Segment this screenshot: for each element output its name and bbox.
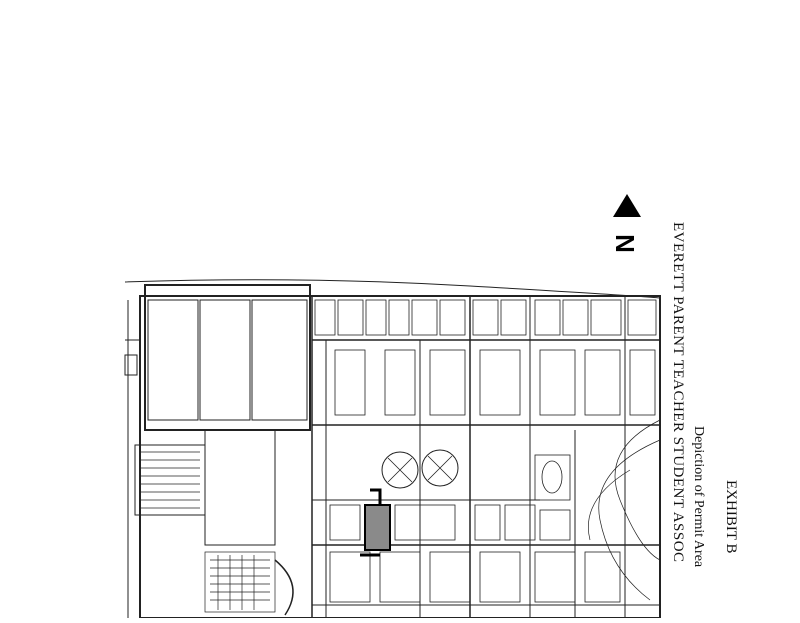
circular-feature-1 xyxy=(381,451,419,489)
north-arrow-label: N xyxy=(609,234,640,253)
room-left-3 xyxy=(251,299,308,421)
organization-name: EVERETT PARENT TEACHER STUDENT ASSOC xyxy=(670,222,686,563)
permit-area xyxy=(364,504,391,551)
north-wing-outline xyxy=(144,284,311,431)
exhibit-title: EXHIBIT B xyxy=(723,480,739,554)
permit-area-access xyxy=(360,488,382,557)
exhibit-subtitle: Depiction of Permit Area xyxy=(691,426,706,568)
auditorium-seating xyxy=(204,551,276,613)
circular-feature-2 xyxy=(421,449,459,487)
meeting-room xyxy=(534,454,571,501)
site-top-line xyxy=(124,279,661,299)
north-arrow-icon xyxy=(613,194,641,217)
room-left-2 xyxy=(199,299,251,421)
stage-arc xyxy=(274,559,294,616)
stair-block xyxy=(134,444,206,516)
gym-room xyxy=(204,429,276,546)
room-left-1 xyxy=(147,299,199,421)
